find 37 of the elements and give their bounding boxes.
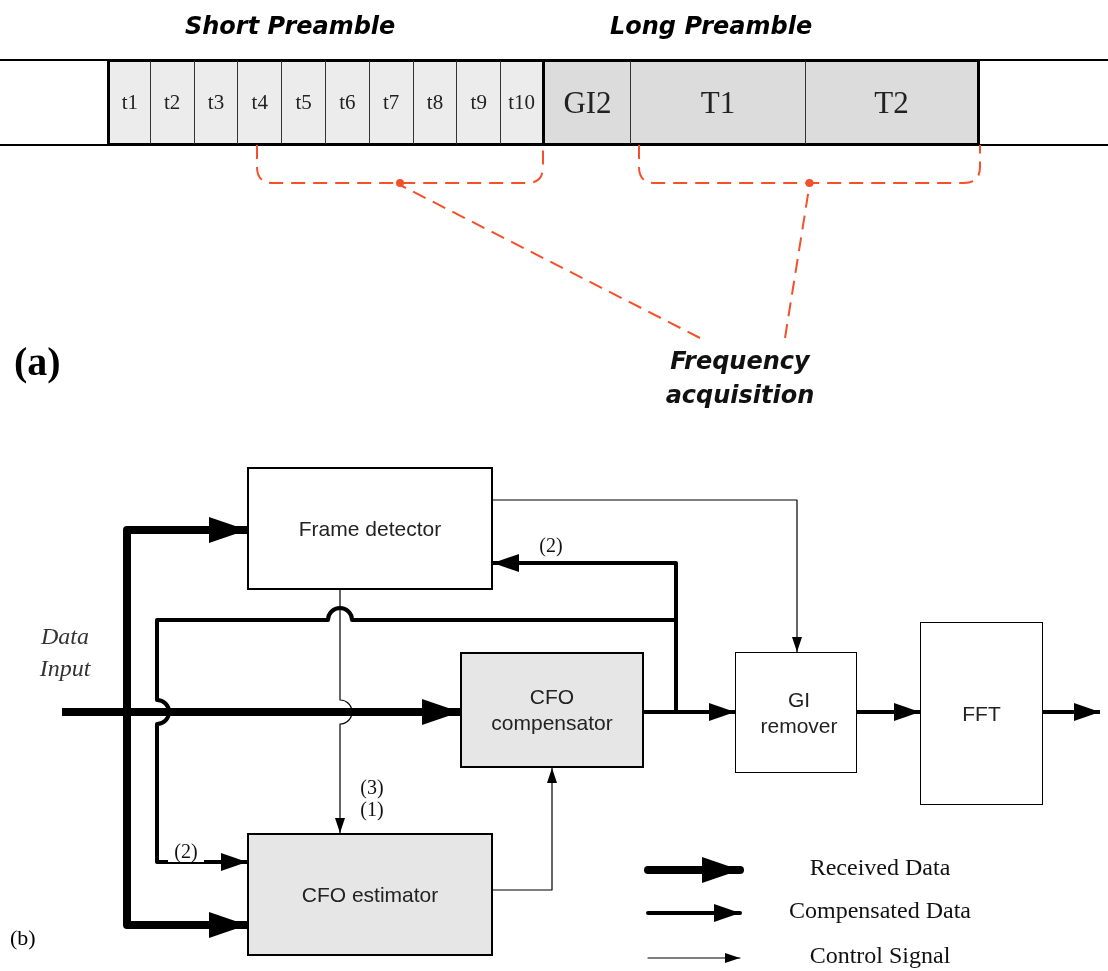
arrow (335, 589, 353, 834)
legend-text: Received Data (808, 854, 952, 881)
bracket (637, 145, 982, 189)
process-box: GI remover (735, 652, 857, 773)
arrow (1043, 703, 1100, 721)
arrow (155, 606, 678, 871)
preamble-cell: T1 (631, 60, 806, 145)
preamble-cell: GI2 (545, 60, 631, 145)
preamble-cell: t5 (282, 60, 326, 145)
preamble-cell: t8 (413, 60, 458, 145)
process-box: FFT (920, 622, 1043, 805)
panel-label: (b) (10, 925, 36, 951)
process-box: Frame detector (247, 467, 493, 590)
preamble-cell: t3 (194, 60, 239, 145)
callout-text: Frequency acquisition (640, 338, 840, 418)
arrow (492, 499, 802, 653)
preamble-cell: t6 (326, 60, 370, 145)
bracket (255, 145, 545, 189)
input-label: Data Input (38, 622, 92, 683)
legend-text: Compensated Data (788, 897, 972, 924)
preamble-cell: t1 (107, 60, 151, 145)
arrow (492, 767, 557, 891)
preamble-cell: t4 (238, 60, 283, 145)
preamble-cell: t7 (369, 60, 414, 145)
section-heading: Short Preamble (185, 12, 396, 40)
leader-line (399, 184, 701, 339)
process-box: CFO compensator (460, 652, 644, 768)
section-heading: Long Preamble (610, 12, 813, 40)
preamble-cell: t10 (501, 60, 545, 145)
preamble-cell: t2 (150, 60, 195, 145)
legend-text: Control Signal (808, 942, 952, 969)
arrow (857, 703, 920, 721)
process-box: CFO estimator (247, 833, 493, 956)
preamble-cell: t9 (457, 60, 502, 145)
preamble-cell: T2 (806, 60, 980, 145)
edge-label: (2) (168, 840, 204, 862)
panel-label: (a) (14, 338, 61, 385)
